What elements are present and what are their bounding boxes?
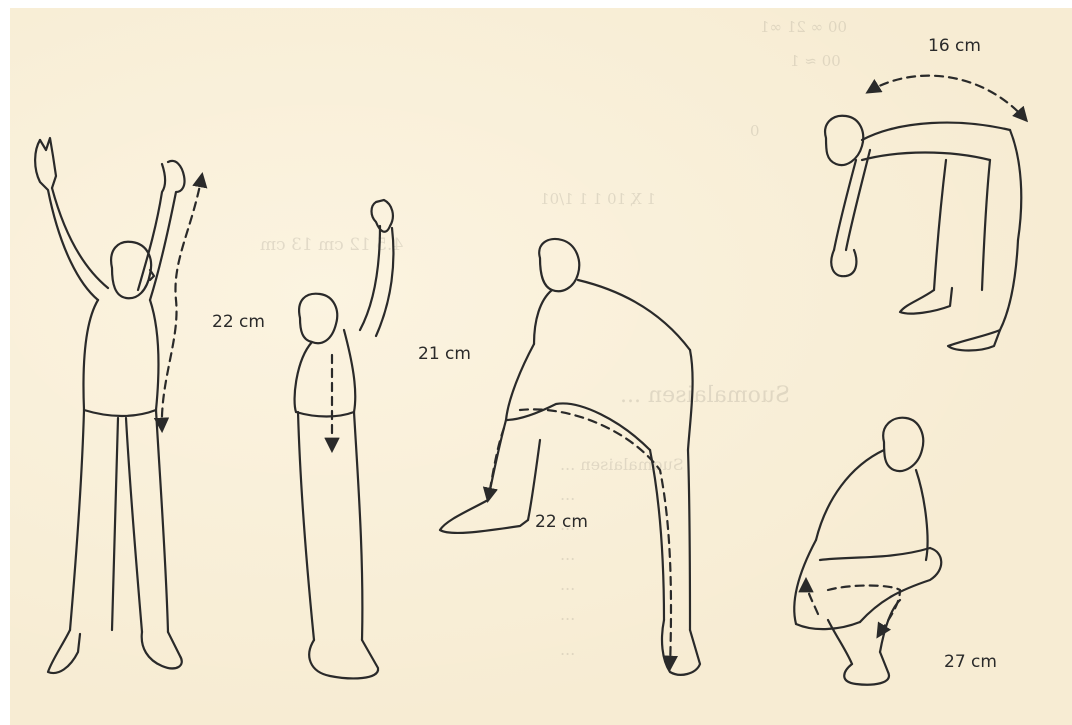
- figure-standing-front: [35, 138, 202, 673]
- measurement-label-front: 22 cm: [212, 312, 265, 332]
- measurement-label-seated: 22 cm: [535, 512, 588, 532]
- figure-forward-bend: [825, 76, 1026, 351]
- figure-seated-knee: [440, 239, 700, 675]
- figure-deep-squat: [794, 418, 941, 685]
- measurement-label-bend: 16 cm: [928, 36, 981, 56]
- measurement-label-side: 21 cm: [418, 344, 471, 364]
- figure-standing-side: [295, 200, 394, 678]
- measurement-label-squat: 27 cm: [944, 652, 997, 672]
